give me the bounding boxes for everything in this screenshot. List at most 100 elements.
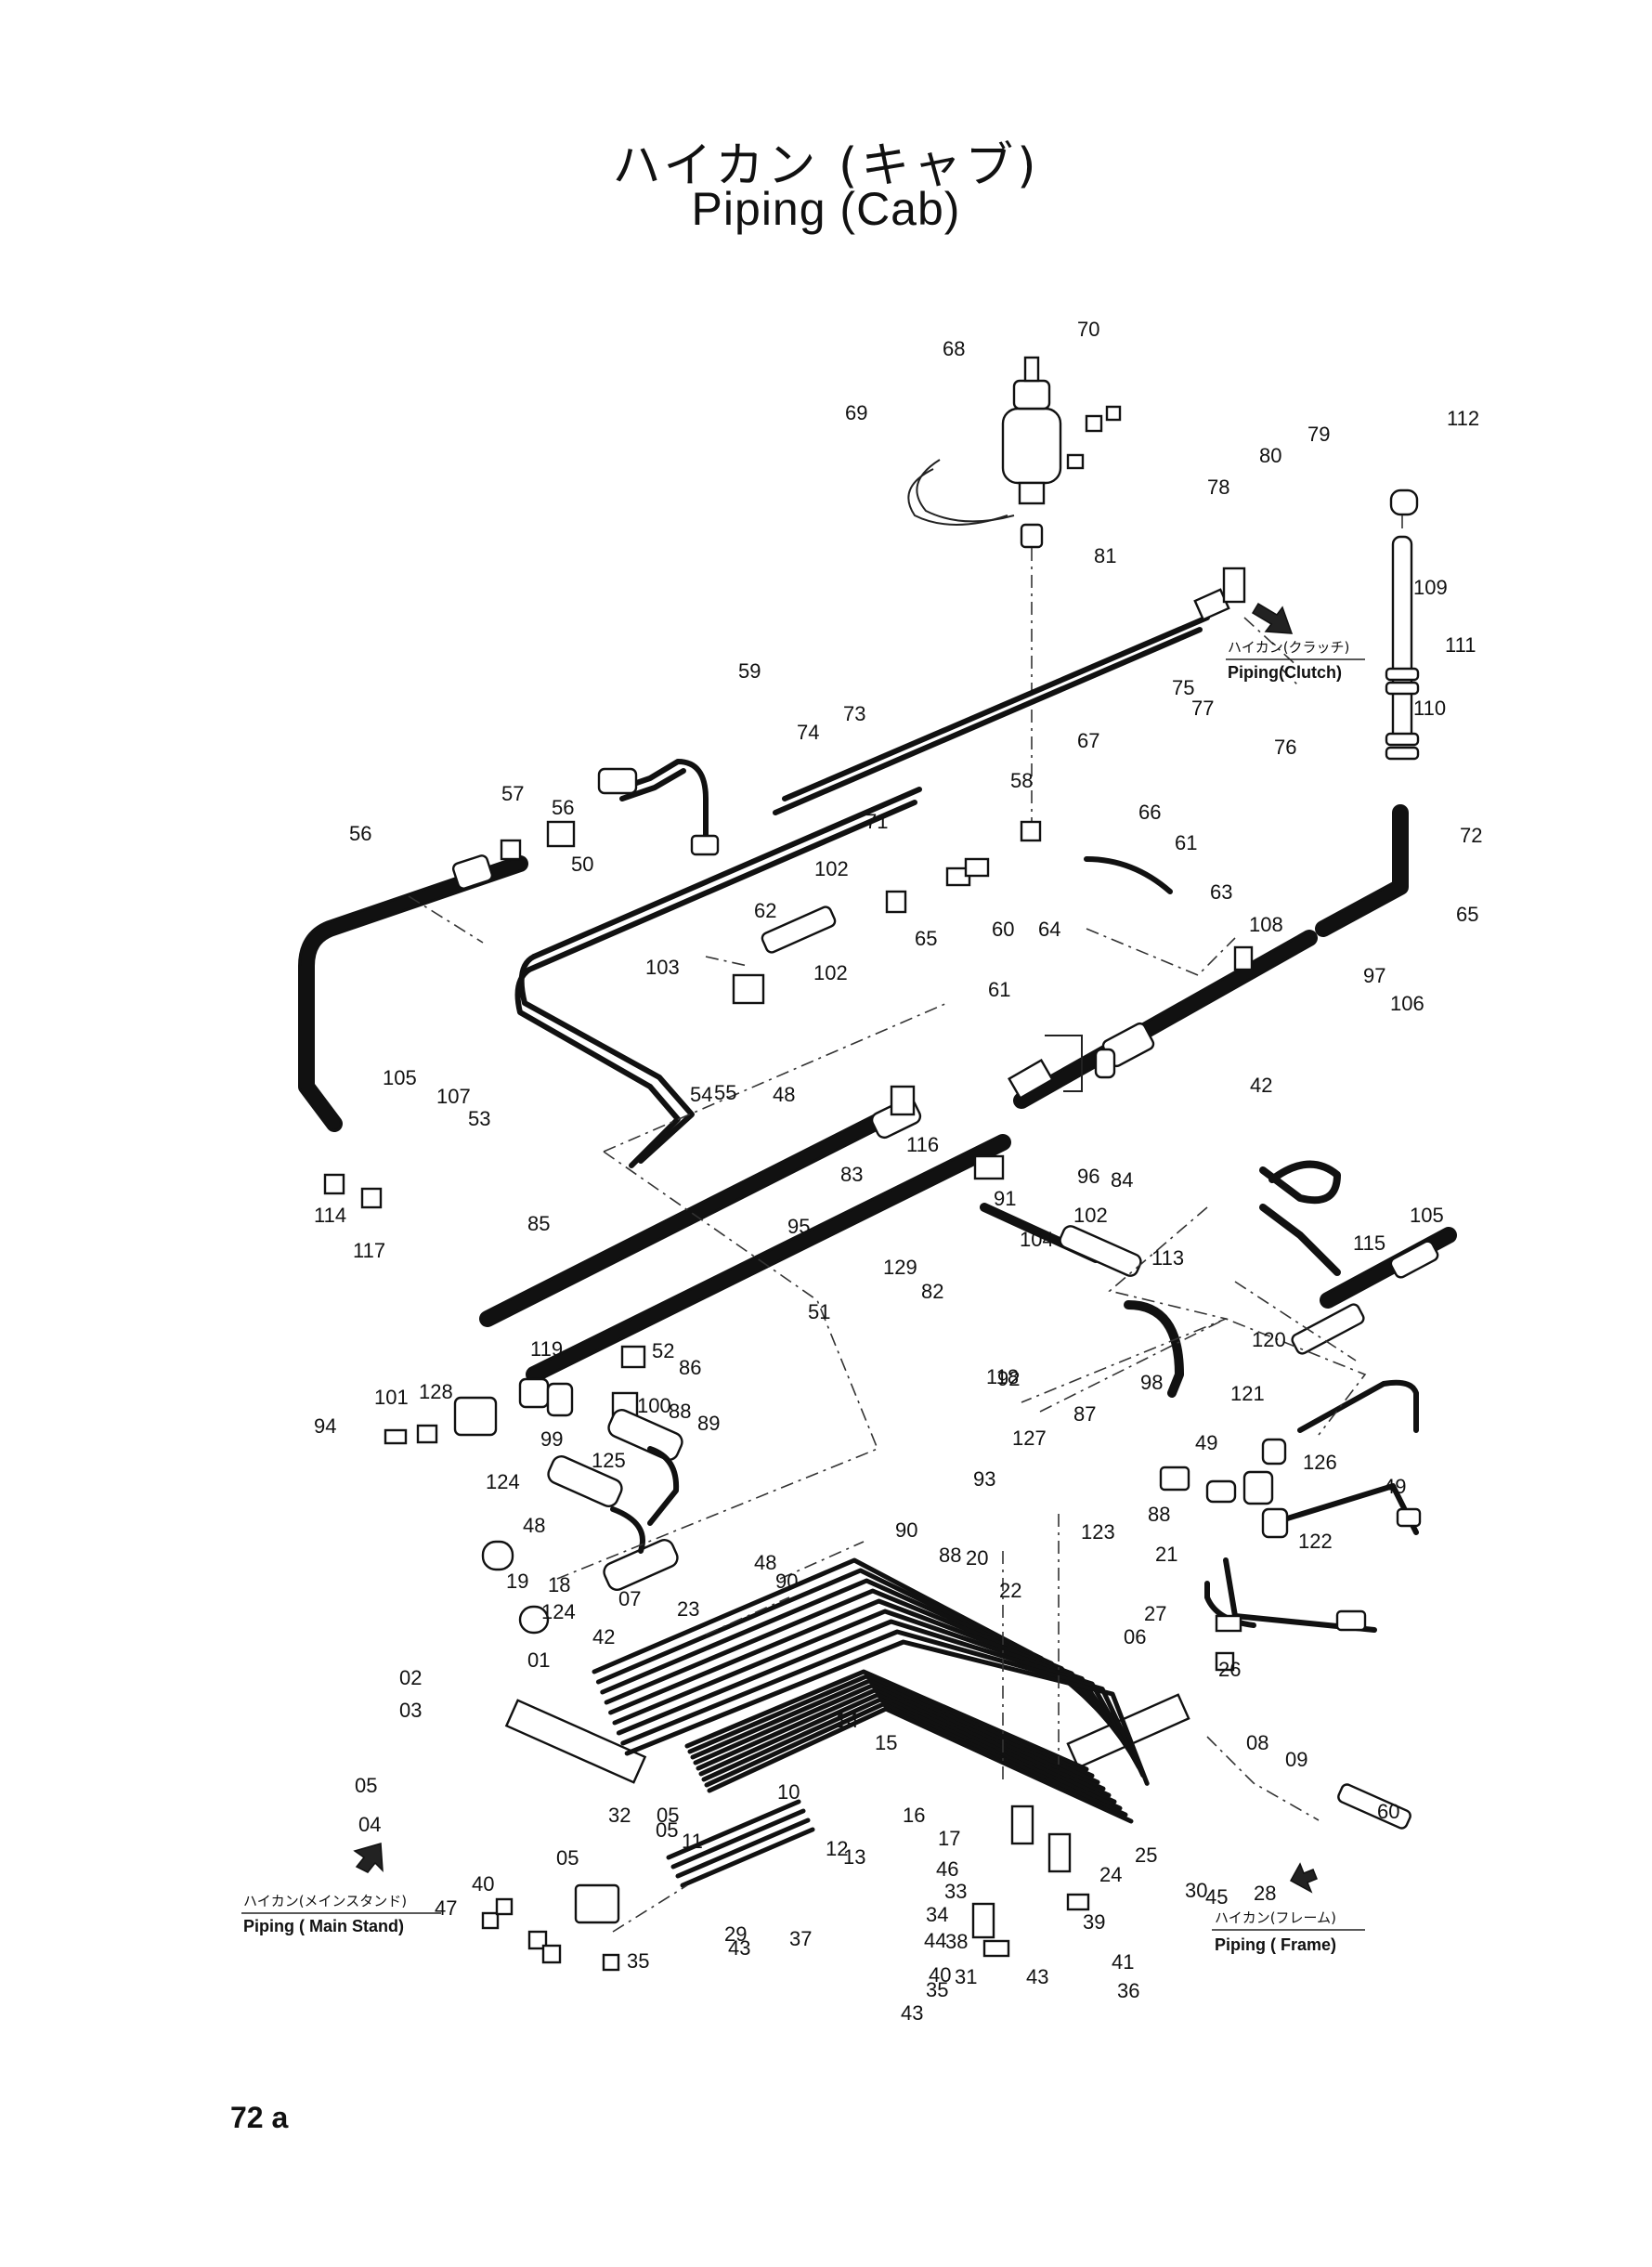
ref-main-stand: ハイカン(メインスタンド) Piping ( Main Stand) [241, 1893, 441, 1935]
lower-tubes-37 [481, 1783, 1411, 1972]
callout-58: 58 [1010, 769, 1033, 792]
callout-48: 48 [523, 1514, 545, 1537]
callout-79: 79 [1307, 423, 1330, 446]
callout-100: 100 [637, 1394, 671, 1417]
callout-81: 81 [1094, 544, 1116, 567]
callout-96: 96 [1077, 1165, 1099, 1188]
callout-30: 30 [1185, 1879, 1207, 1902]
callout-23: 23 [677, 1597, 699, 1621]
callout-28: 28 [1254, 1882, 1276, 1905]
callout-115: 115 [1353, 1231, 1385, 1255]
tube-bundle [504, 1557, 1242, 1958]
callout-44: 44 [924, 1929, 946, 1952]
callout-19: 19 [506, 1570, 528, 1593]
callout-121: 121 [1230, 1382, 1265, 1405]
callout-60: 60 [992, 918, 1014, 941]
fittings-86-94 [384, 1345, 683, 1635]
callout-07: 07 [618, 1587, 641, 1610]
pipe-59-60 [514, 759, 1173, 1168]
callout-102: 102 [1073, 1204, 1108, 1227]
bundle-tube [612, 1609, 1138, 1762]
callout-12: 12 [826, 1837, 848, 1860]
bundle-tube [698, 1692, 1117, 1804]
pipe-116-95 [1124, 1160, 1457, 1398]
callout-128: 128 [419, 1380, 453, 1403]
callout-68: 68 [943, 337, 965, 360]
callout-42: 42 [592, 1625, 615, 1648]
callout-08: 08 [1246, 1731, 1268, 1754]
callout-112: 112 [1447, 407, 1479, 430]
arrow-clutch-icon [1251, 602, 1294, 634]
callout-43: 43 [901, 2001, 923, 2025]
callout-13: 13 [843, 1845, 865, 1869]
callout-16: 16 [903, 1804, 925, 1827]
callout-57: 57 [501, 782, 524, 805]
callout-05: 05 [556, 1846, 579, 1870]
callout-48: 48 [754, 1551, 776, 1574]
callout-38: 38 [945, 1930, 968, 1953]
reference-arrows [353, 602, 1318, 1894]
callout-88: 88 [669, 1400, 691, 1423]
callout-32: 32 [608, 1804, 631, 1827]
title-english: Piping (Cab) [691, 183, 961, 235]
callout-46: 46 [936, 1857, 958, 1881]
bundle-tube [616, 1619, 1141, 1770]
callout-65: 65 [1456, 903, 1478, 926]
callout-90: 90 [895, 1518, 917, 1542]
callout-85: 85 [527, 1212, 550, 1235]
callout-52: 52 [652, 1339, 674, 1362]
callout-39: 39 [1083, 1910, 1105, 1934]
callout-24: 24 [1099, 1863, 1122, 1886]
callout-27: 27 [1144, 1602, 1166, 1625]
callout-40: 40 [929, 1963, 951, 1987]
callout-125: 125 [592, 1449, 626, 1472]
callout-01: 01 [527, 1648, 550, 1672]
callout-103: 103 [645, 956, 680, 979]
callout-83: 83 [840, 1163, 863, 1186]
callout-98: 98 [1140, 1371, 1163, 1394]
callout-36: 36 [1117, 1979, 1139, 2002]
callout-111: 111 [1445, 633, 1476, 657]
callout-95: 95 [787, 1215, 810, 1238]
callout-05: 05 [656, 1818, 678, 1842]
bundle-tube [701, 1697, 1123, 1811]
fittings-123-127 [1159, 1379, 1422, 1633]
callout-102: 102 [814, 857, 849, 880]
callout-34: 34 [926, 1903, 948, 1926]
callout-18: 18 [548, 1573, 570, 1596]
callout-31: 31 [955, 1965, 977, 1988]
callout-54: 54 [690, 1083, 712, 1106]
title-japanese: ハイカン (キャブ) [612, 138, 1040, 194]
ref-frame-jp: ハイカン(フレーム) [1215, 1909, 1336, 1926]
callout-05: 05 [355, 1774, 377, 1797]
callout-101: 101 [374, 1386, 409, 1409]
vertical-pipe-109 [1385, 489, 1420, 761]
callout-92: 92 [997, 1367, 1020, 1390]
callout-88: 88 [1148, 1503, 1170, 1526]
pipe-82 [479, 1058, 1142, 1383]
callout-84: 84 [1111, 1168, 1133, 1192]
callout-80: 80 [1259, 444, 1281, 467]
arrow-frame-icon [1289, 1862, 1318, 1894]
bundle-tube [707, 1706, 1134, 1824]
callout-114: 114 [314, 1204, 346, 1227]
callout-61: 61 [988, 978, 1010, 1001]
callout-62: 62 [754, 899, 776, 922]
callout-93: 93 [973, 1467, 995, 1491]
bundle-tube [620, 1629, 1146, 1778]
pipe-50 [298, 820, 576, 1209]
ref-frame-en: Piping ( Frame) [1215, 1935, 1336, 1954]
callout-02: 02 [399, 1666, 422, 1689]
callout-45: 45 [1205, 1885, 1228, 1909]
callout-82: 82 [921, 1280, 943, 1303]
callout-42: 42 [1250, 1074, 1272, 1097]
callout-41: 41 [1112, 1950, 1134, 1974]
ref-clutch-jp: ハイカン(クラッチ) [1228, 639, 1349, 656]
callout-107: 107 [436, 1085, 471, 1108]
callout-102: 102 [813, 961, 848, 984]
callout-56: 56 [349, 822, 371, 845]
callout-120: 120 [1252, 1328, 1286, 1351]
callout-60: 60 [1377, 1800, 1399, 1823]
